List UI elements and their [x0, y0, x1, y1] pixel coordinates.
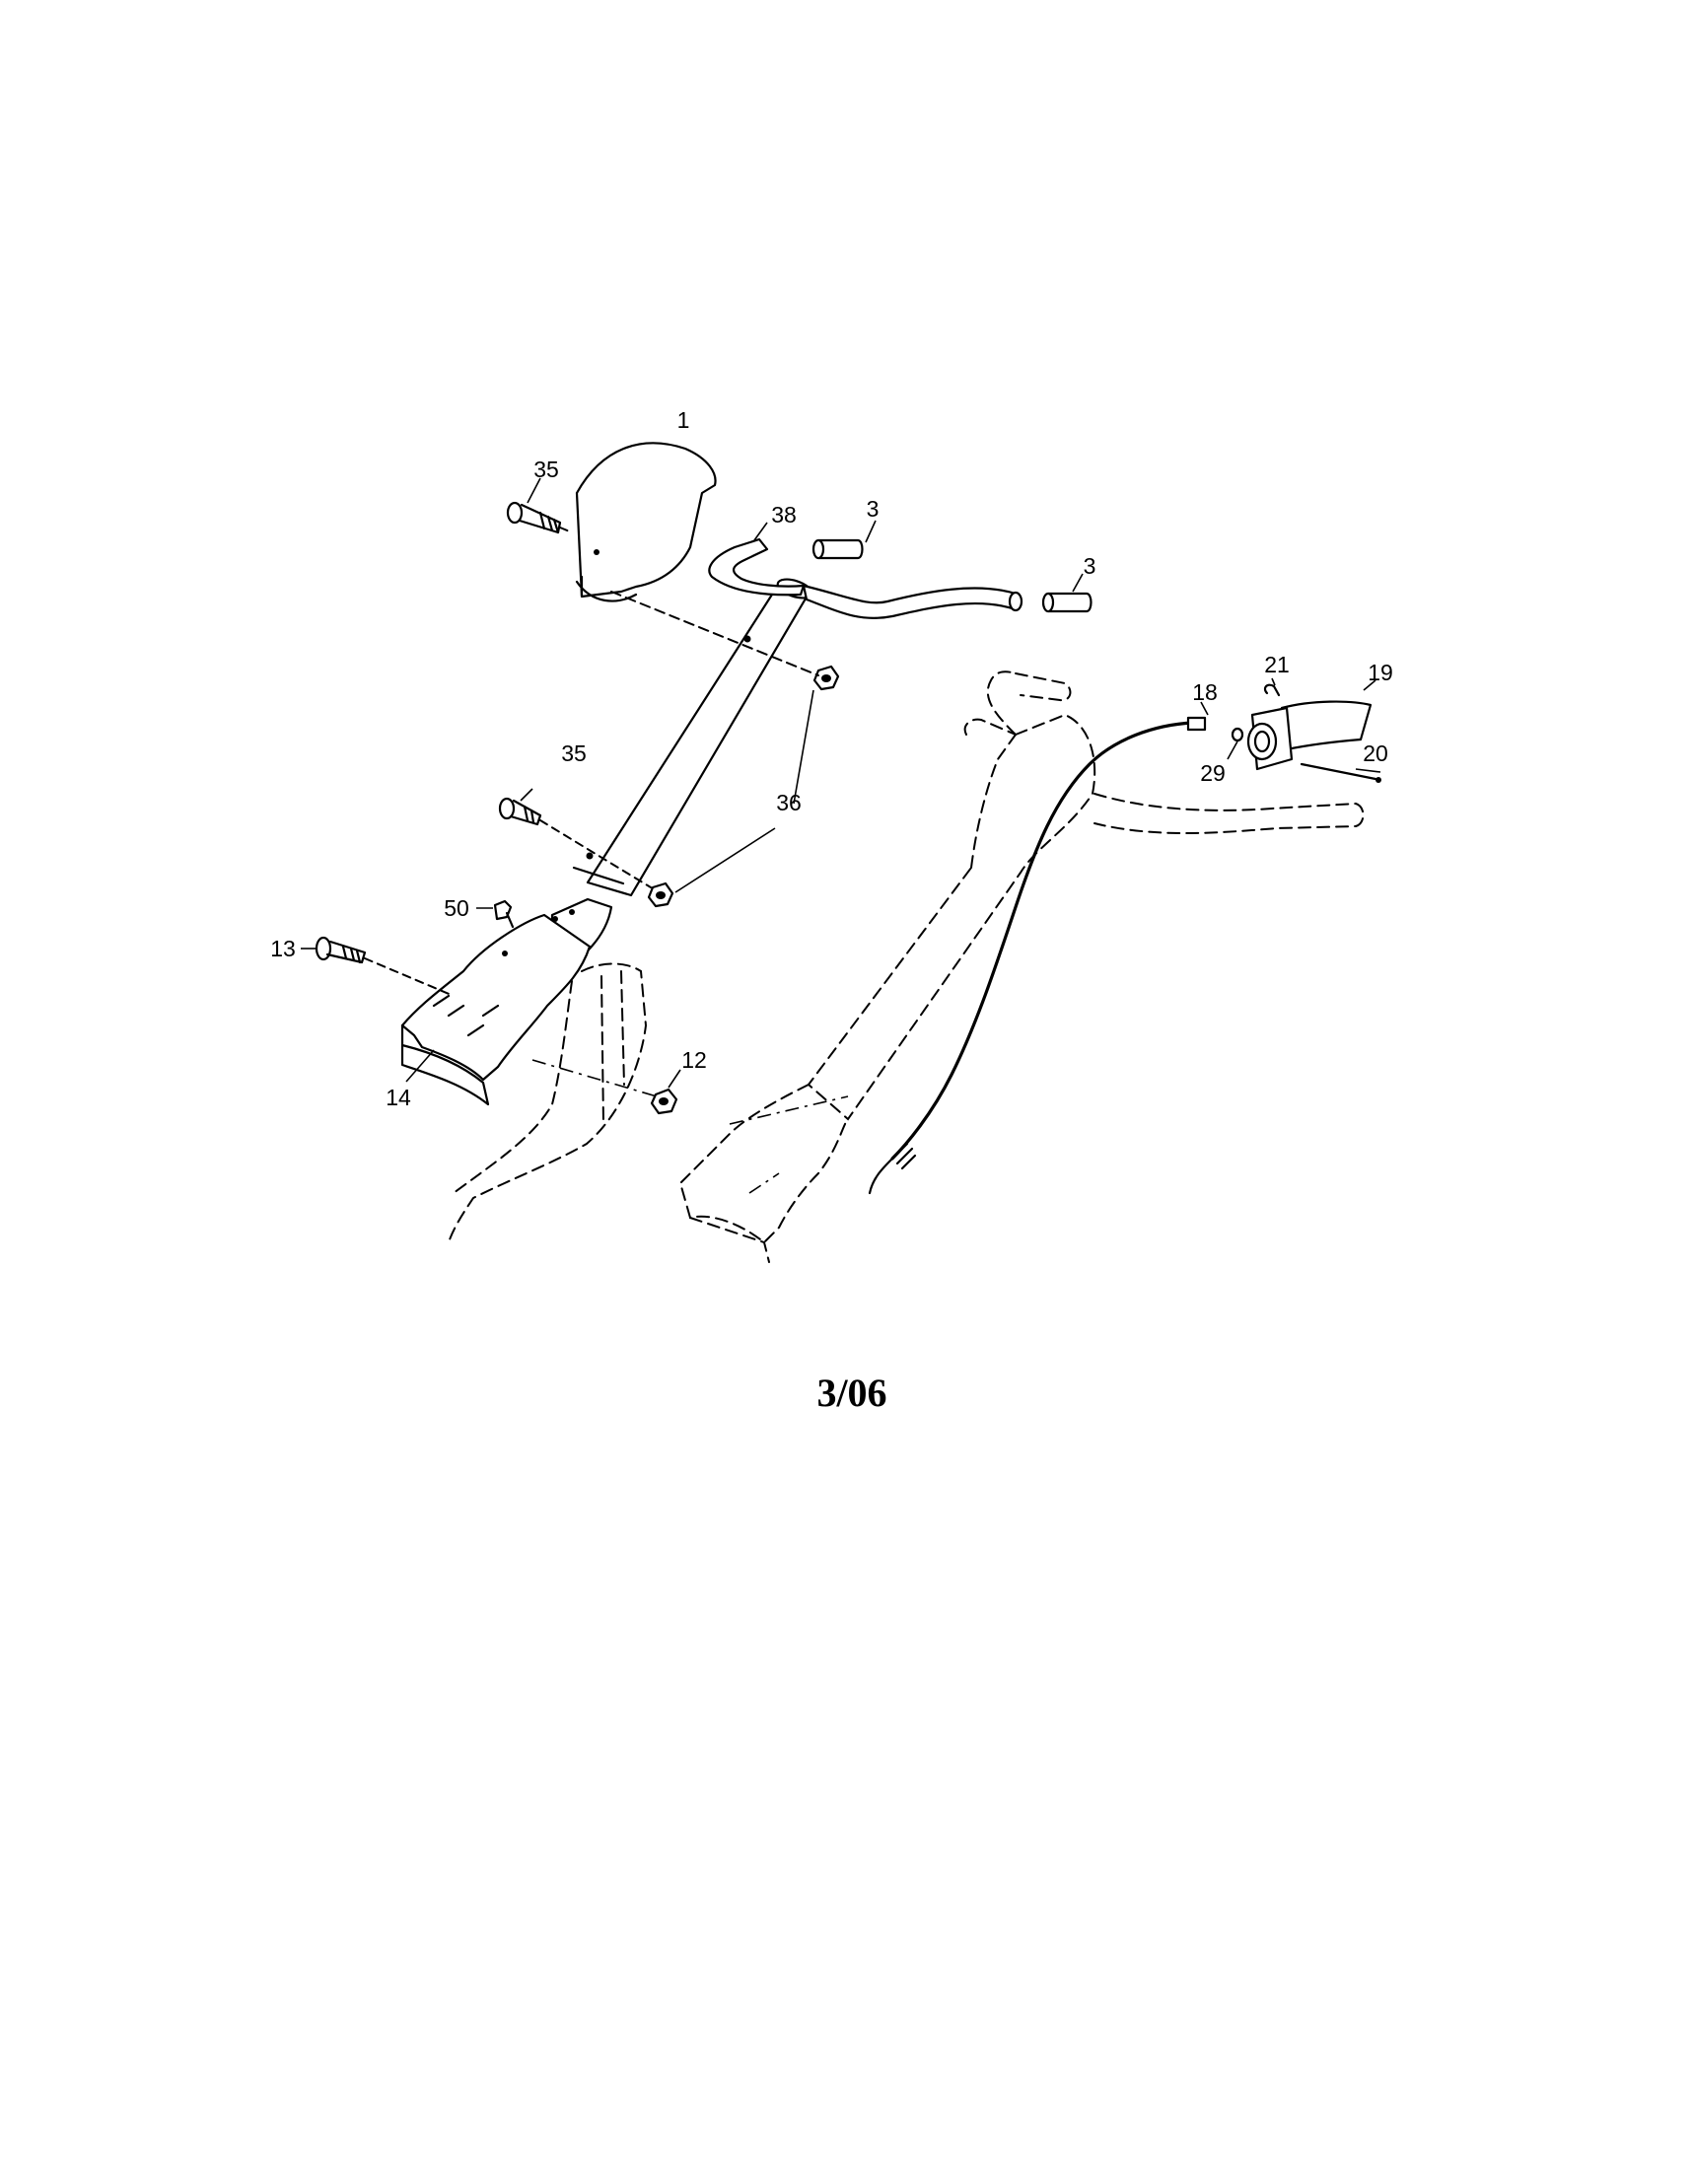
callout-35-upper: 35: [533, 457, 559, 482]
callout-36: 36: [776, 790, 802, 815]
nut-part-upper: [812, 665, 840, 691]
callout-19: 19: [1368, 660, 1393, 685]
callout-13: 13: [270, 936, 296, 961]
handlebar-part: [708, 537, 1023, 619]
callout-12: 12: [681, 1047, 707, 1073]
callout-18: 18: [1192, 679, 1218, 705]
callout-50: 50: [444, 895, 469, 921]
frame-ghost-right: [678, 670, 1365, 1263]
callout-21: 21: [1264, 652, 1290, 677]
control-cable-part: [868, 716, 1207, 1195]
callout-14: 14: [386, 1085, 411, 1110]
handle-cover-part: [575, 442, 717, 602]
callout-3-right: 3: [1084, 553, 1096, 579]
revision-code: 3/06: [816, 1371, 886, 1415]
callout-29: 29: [1200, 760, 1226, 786]
nut-part-bottom: [650, 1088, 678, 1115]
frame-ghost-left: [448, 962, 648, 1243]
callout-38: 38: [771, 502, 797, 528]
bolt-part-upper: [506, 501, 562, 534]
fitting-part: [493, 899, 515, 929]
control-grip-part: [1246, 700, 1373, 771]
spring-rod-part: [1300, 762, 1381, 783]
callout-3-left: 3: [867, 496, 880, 522]
carriage-bolt-part: [315, 936, 367, 964]
callout-1: 1: [677, 407, 690, 433]
grip-part-a: [811, 538, 864, 560]
callout-35-lower: 35: [561, 740, 587, 766]
ring-part: [1231, 727, 1244, 742]
nut-part-lower: [647, 881, 674, 908]
grip-part-b: [1041, 592, 1093, 613]
handle-tube-part: [572, 578, 813, 897]
clip-part: [1263, 683, 1281, 697]
lower-bracket-part: [400, 897, 613, 1106]
callout-20: 20: [1363, 740, 1388, 766]
bolt-part-lower: [498, 797, 542, 826]
